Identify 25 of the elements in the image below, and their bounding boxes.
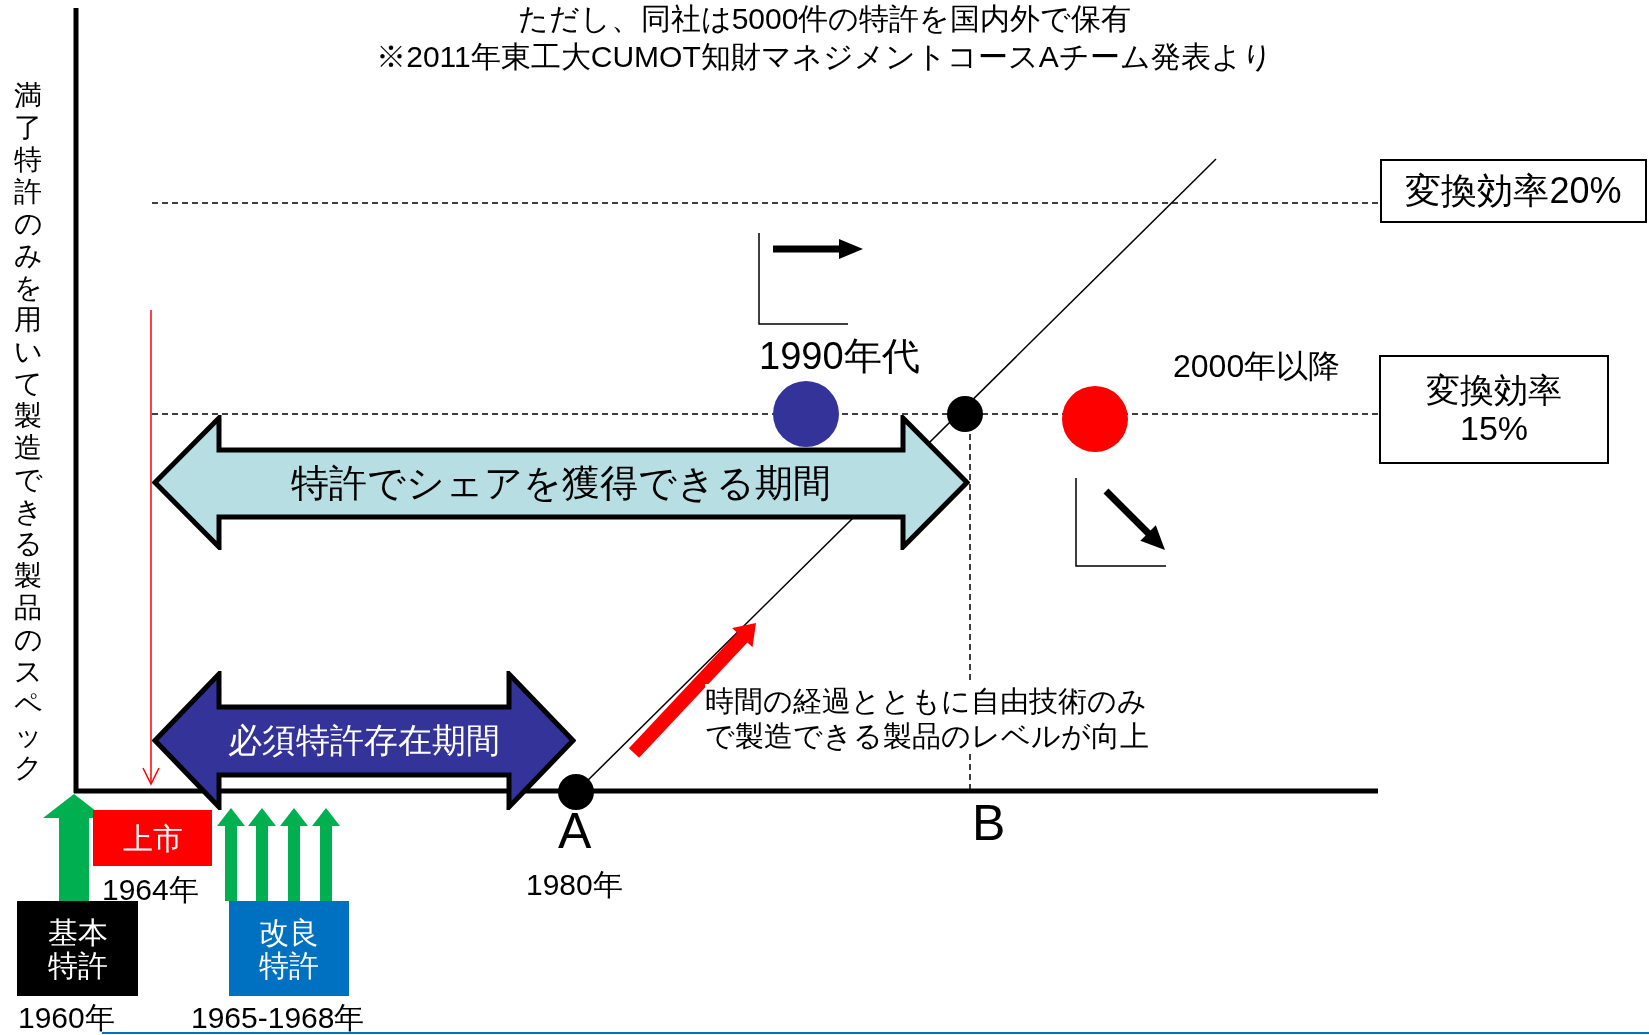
point-label: A [558,804,592,859]
label-box: 基本特許 [17,901,138,996]
year-label: 1960年 [18,1001,115,1034]
label-box: 変換効率15% [1379,355,1609,464]
label-box: 変換効率20% [1380,159,1647,223]
title: ただし、同社は5000件の特許を国内外で保有 [516,2,1133,35]
arrow-label: 特許でシェアを獲得できる期間 [291,462,831,505]
label-box: 改良特許 [229,901,349,996]
year-label: 1990年代 [759,336,920,378]
subtitle: ※2011年東工大CUMOT知財マネジメントコースAチーム発表より [375,40,1274,73]
upward-arrow [248,808,276,901]
label-box: 上市 [93,810,212,866]
upward-arrow [280,808,308,901]
double-arrow [152,415,970,550]
upward-arrow [312,808,340,901]
arrow-label: 必須特許存在期間 [228,722,500,760]
point-label: B [972,796,1006,851]
double-arrow [152,671,576,810]
circle-marker [1062,386,1128,452]
upward-arrow [217,808,245,901]
circle-marker [773,381,839,447]
year-label: 1965-1968年 [191,1001,365,1034]
year-label: 2000年以降 [1173,349,1341,385]
year-label: 1980年 [526,868,623,901]
axis-label: 満了特許のみを用いて製造できる製品のスペック [13,80,43,784]
